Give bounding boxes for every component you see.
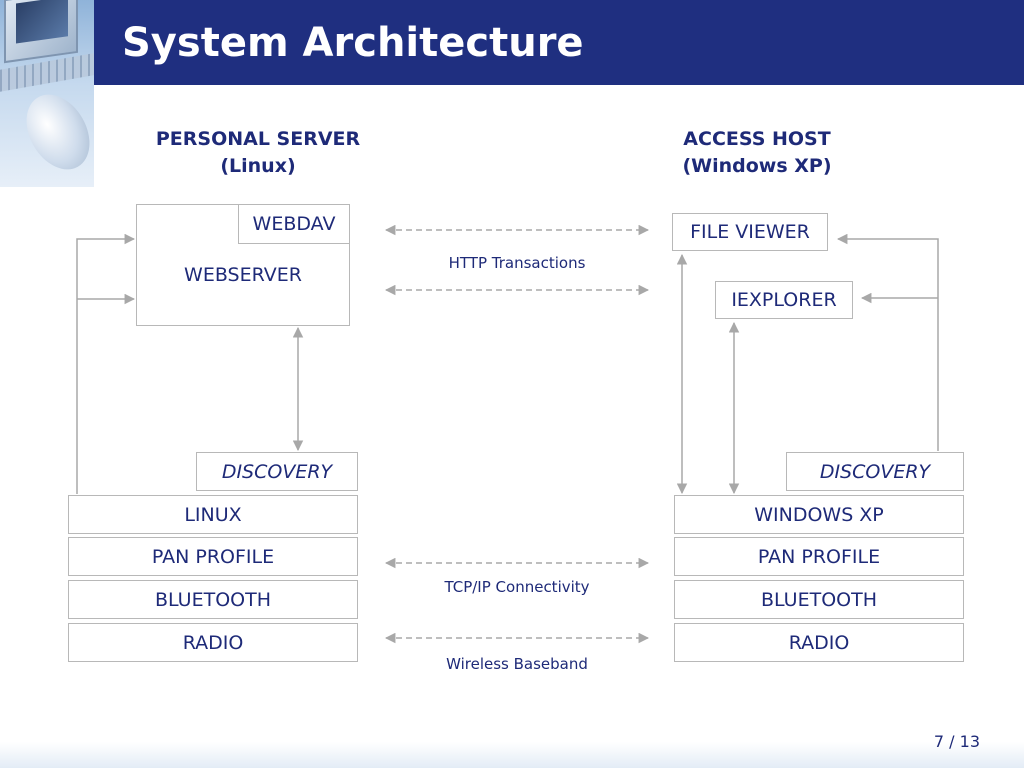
footer-band [0, 742, 1024, 768]
tcpip-connectivity-label: TCP/IP Connectivity [444, 578, 590, 596]
right-pan-profile-box: PAN PROFILE [674, 537, 964, 576]
page-number: 7 / 13 [933, 732, 980, 751]
right-discovery-box: DISCOVERY [786, 452, 964, 491]
left-linux-box: LINUX [68, 495, 358, 534]
left-bluetooth-box: BLUETOOTH [68, 580, 358, 619]
wireless-baseband-label: Wireless Baseband [446, 655, 588, 673]
access-host-heading: ACCESS HOST (Windows XP) [660, 126, 854, 180]
linux-to-webserver-top [76, 233, 136, 494]
right-windows-xp-box: WINDOWS XP [674, 495, 964, 534]
slide-title: System Architecture [122, 20, 584, 66]
personal-server-heading-line1: PERSONAL SERVER [155, 128, 361, 150]
access-host-heading-line1: ACCESS HOST [683, 128, 831, 150]
webdav-box: WEBDAV [238, 204, 350, 244]
http-transactions-label: HTTP Transactions [448, 254, 586, 272]
iexplorer-box: IEXPLORER [715, 281, 853, 319]
right-bluetooth-box: BLUETOOTH [674, 580, 964, 619]
left-discovery-box: DISCOVERY [196, 452, 358, 491]
personal-server-heading-line2: (Linux) [220, 155, 296, 177]
header-bar [0, 0, 1024, 85]
right-radio-box: RADIO [674, 623, 964, 662]
personal-server-heading: PERSONAL SERVER (Linux) [136, 126, 380, 180]
access-host-heading-line2: (Windows XP) [682, 155, 832, 177]
file-viewer-box: FILE VIEWER [672, 213, 828, 251]
webserver-label: WEBSERVER [184, 264, 302, 286]
left-pan-profile-box: PAN PROFILE [68, 537, 358, 576]
discovery-to-fileviewer [836, 233, 939, 451]
left-radio-box: RADIO [68, 623, 358, 662]
computer-mouse-illustration [0, 0, 94, 187]
